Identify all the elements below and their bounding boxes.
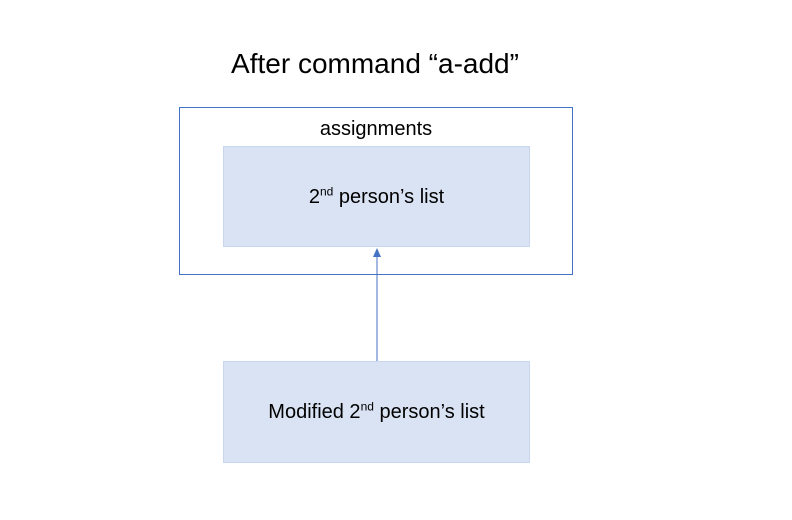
modified-ordinal-suffix: nd <box>360 399 374 414</box>
modified-list-text: person’s list <box>373 401 485 423</box>
ordinal-number: 2 <box>308 185 320 208</box>
assignments-label: assignments <box>319 118 433 140</box>
second-person-list-label: 2nd person’s list <box>309 185 444 209</box>
modified-prefix: Modified 2 <box>268 401 361 423</box>
ordinal-suffix: nd <box>319 183 334 198</box>
diagram-title: After command “a-add” <box>231 48 519 79</box>
modified-list-label: Modified 2nd person’s list <box>268 400 484 424</box>
second-person-list-box: 2nd person’s list <box>223 146 530 247</box>
modified-second-person-list-box: Modified 2nd person’s list <box>223 361 530 463</box>
list-label-text: person’s list <box>333 185 445 208</box>
